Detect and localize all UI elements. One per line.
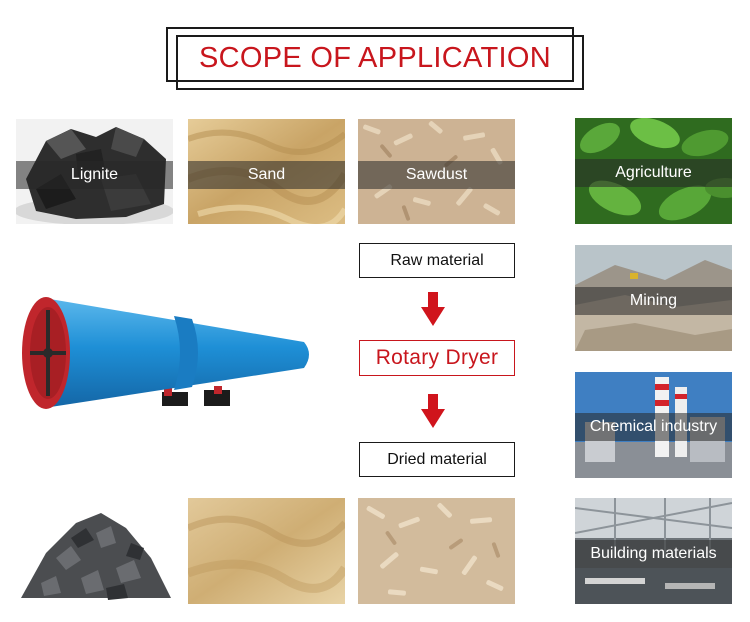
sand-raw-image: Sand [188,119,345,224]
sawdust-dried-image [358,498,515,604]
dried-material-box: Dried material [359,442,515,477]
rotary-dryer-image [14,292,319,414]
page-title: SCOPE OF APPLICATION [199,42,551,74]
agriculture-image: Agriculture [575,118,732,224]
chemical-industry-image: Chemical industry [575,372,732,478]
agriculture-caption: Agriculture [575,159,732,187]
arrow-down-icon [421,394,445,428]
lignite-raw-image: Lignite [16,119,173,224]
title-frame-inner [176,35,584,90]
lignite-dried-image [16,498,173,604]
sand-caption: Sand [188,161,345,189]
rotary-dryer-box: Rotary Dryer [359,340,515,376]
raw-material-box: Raw material [359,243,515,278]
arrow-down-icon [421,292,445,326]
sand-dried-image [188,498,345,604]
lignite-caption: Lignite [16,161,173,189]
sawdust-raw-image: Sawdust [358,119,515,224]
mining-caption: Mining [575,287,732,315]
sawdust-caption: Sawdust [358,161,515,189]
building-materials-image: Building materials [575,498,732,604]
title-frame-outer [166,27,574,82]
building-materials-caption: Building materials [575,540,732,568]
mining-image: Mining [575,245,732,351]
chemical-industry-caption: Chemical industry [575,413,732,441]
